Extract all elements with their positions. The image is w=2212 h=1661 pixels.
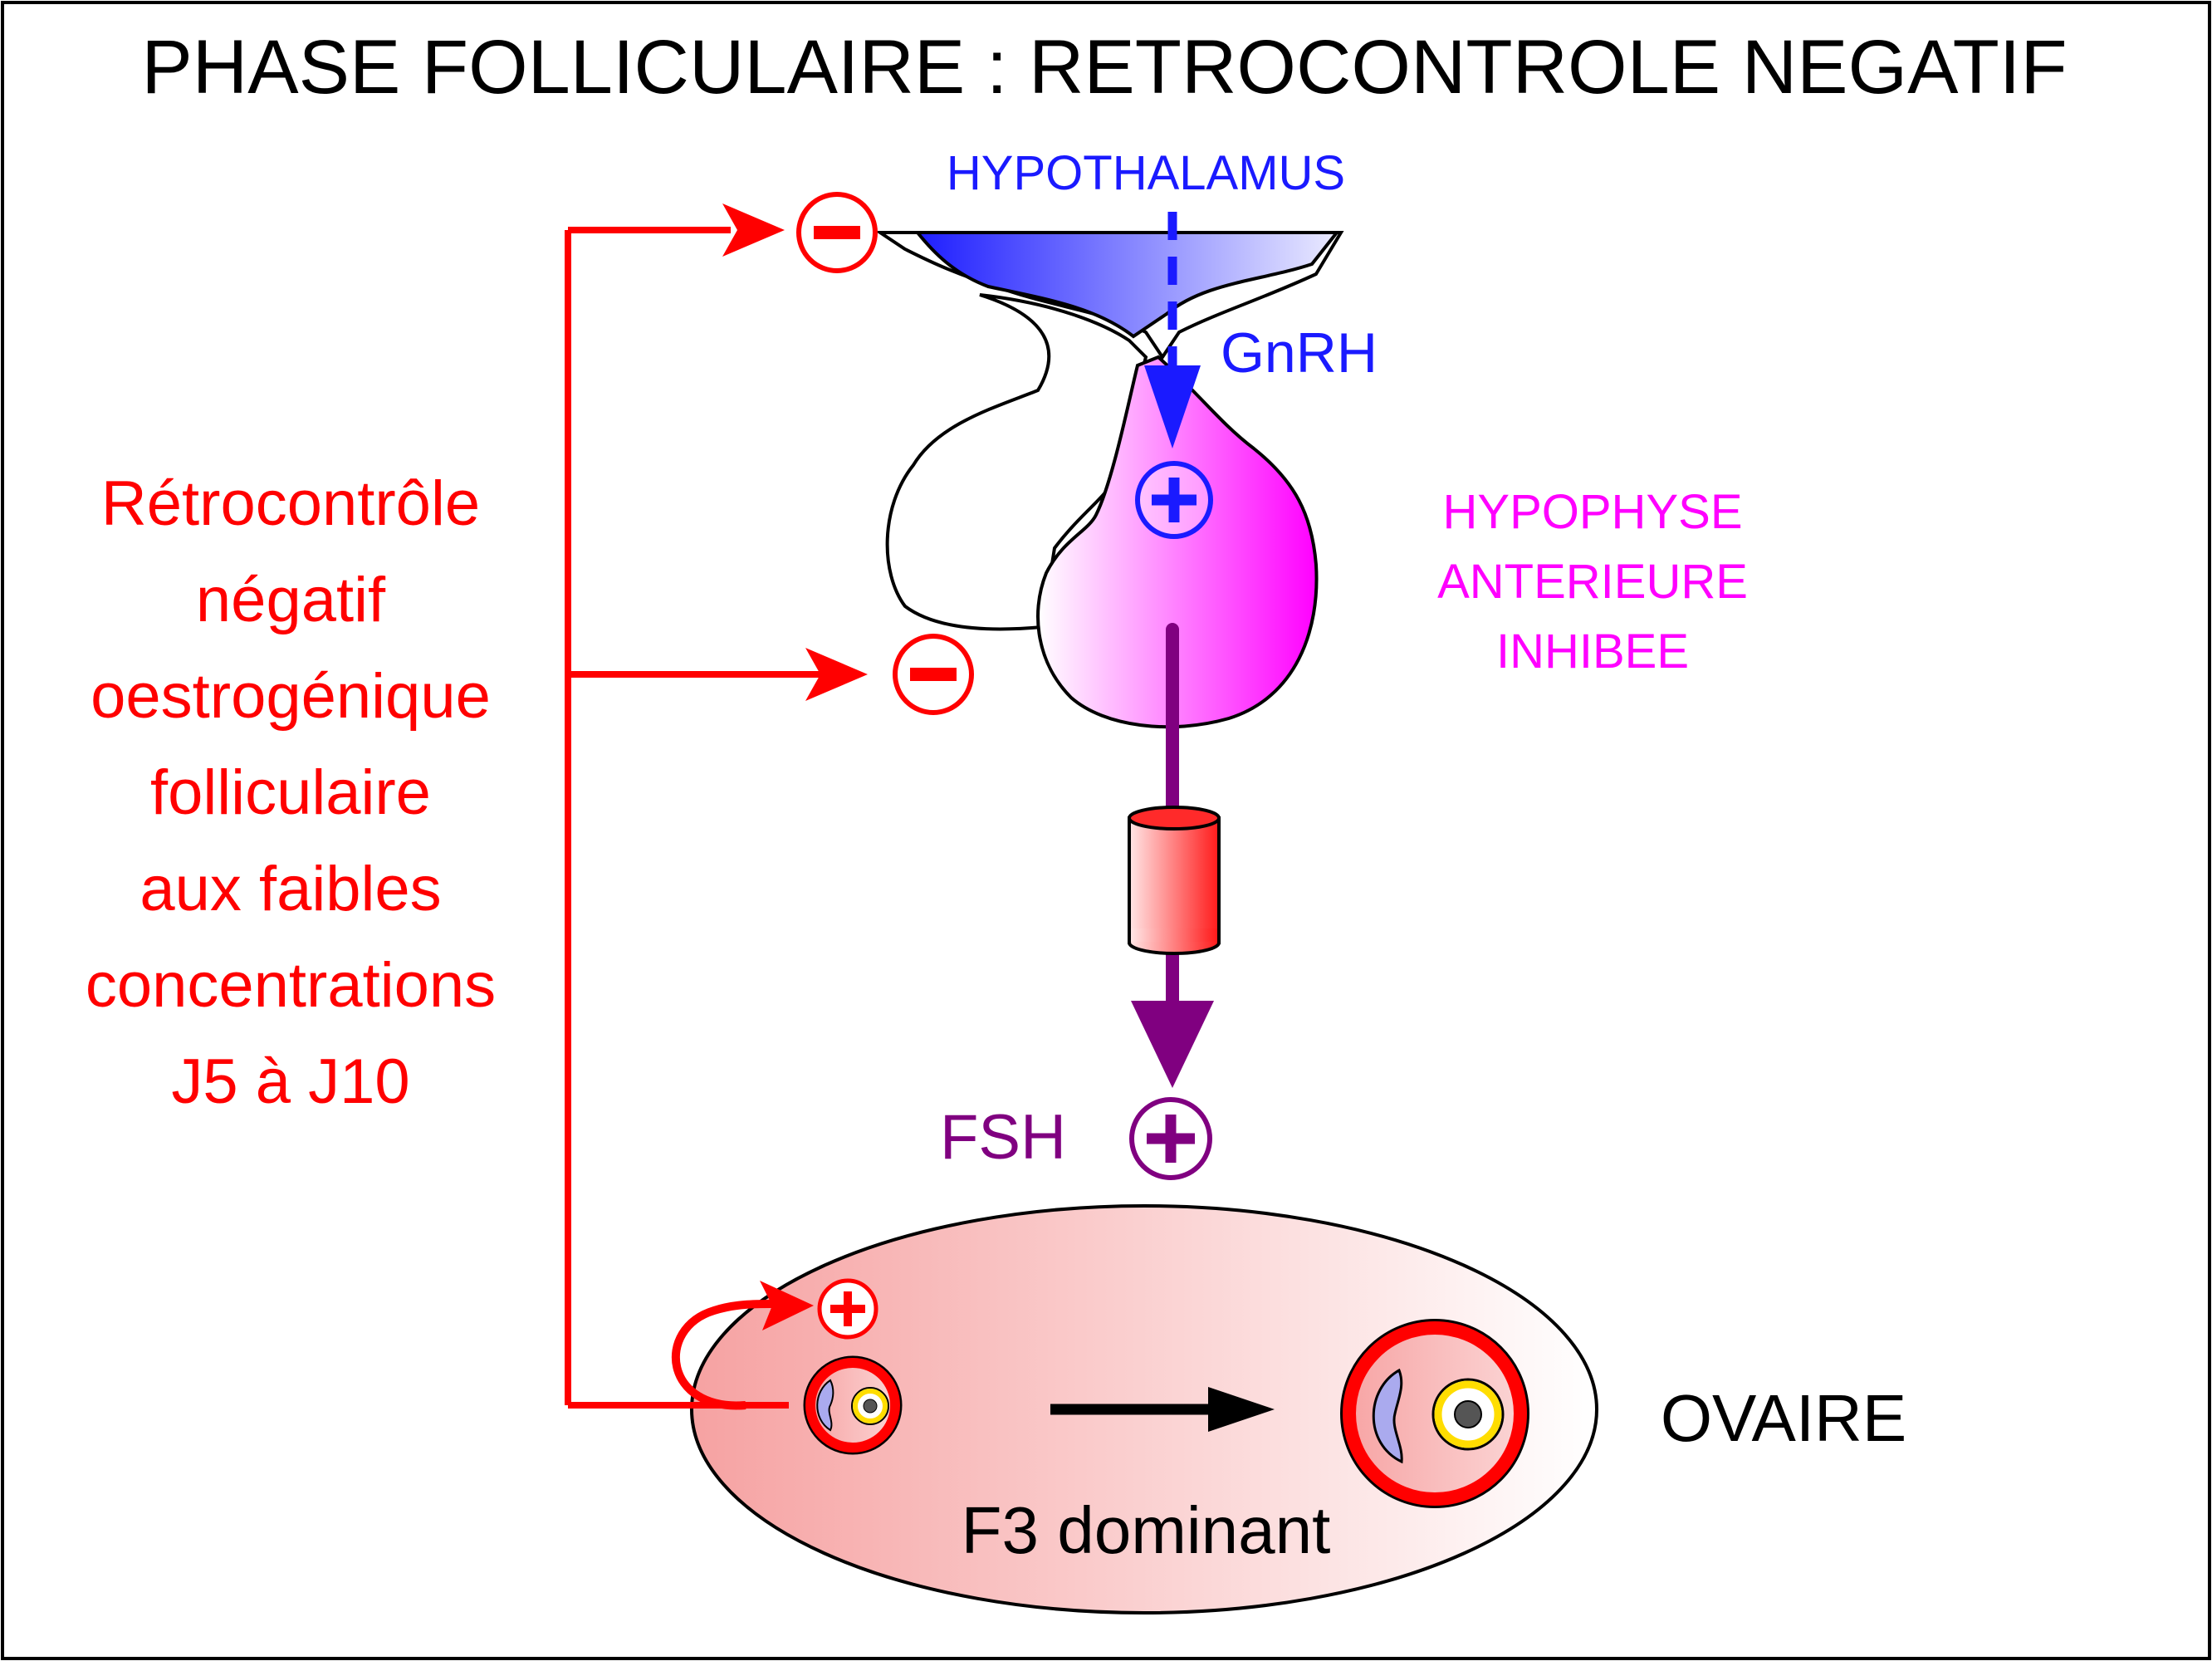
maturation-arrow	[1050, 1387, 1275, 1432]
feedback-text-line4: folliculaire	[150, 757, 431, 828]
feedback-loop-lines	[565, 227, 826, 1409]
fsh-stimulation-plus-icon	[1129, 1097, 1212, 1180]
feedback-arrowheads	[722, 203, 868, 701]
dominant-follicle-icon	[1340, 1319, 1529, 1508]
follicle-label: F3 dominant	[962, 1493, 1331, 1567]
feedback-text-line2: négatif	[196, 565, 386, 635]
hormone-cylinder-icon	[1128, 806, 1221, 955]
hypophyse-label-line1: HYPOPHYSE	[1443, 485, 1743, 539]
pituitary-inhibition-minus-icon	[893, 634, 974, 715]
hypothalamus-inhibition-minus-icon	[796, 192, 878, 273]
gnrh-label: GnRH	[1221, 321, 1378, 385]
ovary-label: OVAIRE	[1661, 1381, 1906, 1455]
feedback-text: Rétrocontrôle négatif oestrogénique foll…	[86, 468, 496, 1117]
pituitary-stalk	[885, 293, 1148, 631]
hypothalamus-shape	[874, 231, 1344, 360]
feedback-text-line3: oestrogénique	[91, 661, 491, 732]
feedback-text-line1: Rétrocontrôle	[101, 468, 480, 539]
hypothalamus-label: HYPOTHALAMUS	[947, 146, 1345, 200]
fsh-label: FSH	[940, 1102, 1066, 1173]
feedback-text-line6: concentrations	[86, 950, 496, 1021]
hypophyse-label-line2: ANTERIEURE	[1437, 555, 1748, 609]
anterior-pituitary	[1036, 355, 1319, 729]
autocrine-loop-arrow	[671, 1281, 814, 1410]
diagram-title: PHASE FOLLICULAIRE : RETROCONTROLE NEGAT…	[141, 25, 2067, 110]
feedback-text-line7: J5 à J10	[171, 1046, 409, 1117]
gnrh-arrow	[1144, 212, 1201, 448]
gnrh-stimulation-plus-icon	[1135, 461, 1213, 539]
hypophyse-label-line3: INHIBEE	[1496, 625, 1689, 679]
follicle-stimulation-plus-icon	[817, 1278, 878, 1340]
small-follicle-icon	[803, 1355, 903, 1455]
feedback-text-line5: aux faibles	[139, 854, 441, 924]
